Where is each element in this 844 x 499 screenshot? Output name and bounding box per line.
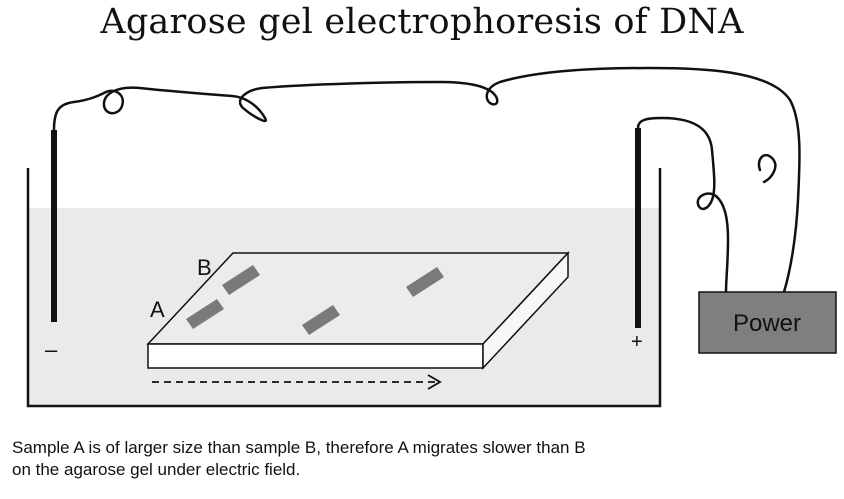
negative-sign: – bbox=[45, 337, 58, 362]
caption-line-2: on the agarose gel under electric field. bbox=[12, 460, 301, 479]
sample-a-label: A bbox=[150, 297, 165, 322]
wire-positive-loop bbox=[757, 153, 777, 184]
dna-bands bbox=[186, 265, 444, 335]
gel-front-face bbox=[147, 343, 484, 369]
diagram-title: Agarose gel electrophoresis of DNA bbox=[100, 2, 744, 42]
band-sample-b-migrated bbox=[406, 267, 444, 297]
gel-side-face bbox=[482, 251, 569, 370]
wire-negative bbox=[52, 66, 801, 294]
band-sample-a-start bbox=[186, 299, 224, 329]
buffer-tank bbox=[26, 168, 662, 408]
caption-line-1: Sample A is of larger size than sample B… bbox=[12, 438, 586, 457]
negative-electrode bbox=[51, 130, 57, 322]
agarose-gel bbox=[146, 251, 570, 370]
positive-electrode bbox=[635, 128, 641, 328]
wire-positive bbox=[636, 116, 730, 294]
positive-sign: + bbox=[631, 331, 643, 353]
band-sample-a-migrated bbox=[302, 305, 340, 335]
power-supply bbox=[698, 291, 837, 354]
caption: Sample A is of larger size than sample B… bbox=[12, 437, 832, 481]
migration-arrow-head bbox=[427, 374, 442, 390]
band-sample-b-start bbox=[222, 265, 260, 295]
power-label: Power bbox=[733, 310, 801, 337]
sample-b-label: B bbox=[197, 255, 212, 280]
